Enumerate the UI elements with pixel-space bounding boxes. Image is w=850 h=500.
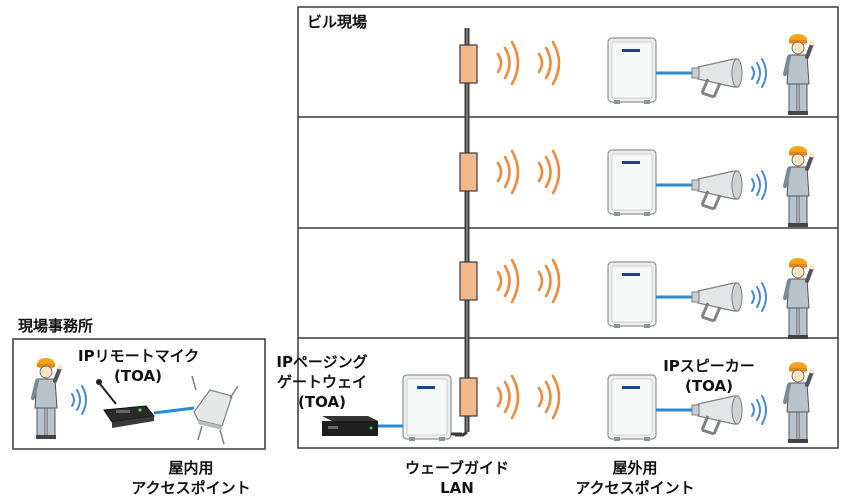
sound-wave-icon (71, 385, 87, 415)
mic-cable (153, 406, 195, 415)
access-point-box-icon (607, 37, 657, 105)
remote-mic-label-line1: IPリモートマイク (78, 347, 200, 365)
radio-wave-icon (537, 258, 561, 304)
office-frame (12, 338, 266, 450)
radio-wave-icon (496, 374, 520, 420)
outdoor-ap-label: 屋外用 アクセスポイント (562, 458, 708, 498)
worker-icon (31, 356, 65, 441)
waveguide-coupler (459, 152, 478, 192)
sound-wave-icon (751, 170, 767, 200)
waveguide-cable-icon (455, 28, 470, 437)
indoor-ap-label-line1: 屋内用 (168, 459, 214, 477)
office-label: 現場事務所 (18, 317, 94, 335)
remote-mic-label: IPリモートマイク (TOA) (78, 346, 200, 386)
remote-mic-label-line2: (TOA) (114, 367, 162, 385)
access-point-box-icon (402, 374, 452, 442)
waveguide-label-line1: ウェーブガイド (404, 459, 510, 477)
paging-gateway-label-line3: (TOA) (298, 393, 346, 411)
paging-gateway-icon (322, 416, 378, 436)
radio-wave-icon (496, 149, 520, 195)
building-label: ビル現場 (307, 13, 368, 31)
horn-speaker-icon (690, 57, 744, 99)
indoor-ap-label: 屋内用 アクセスポイント (118, 458, 264, 498)
worker-icon (783, 256, 817, 341)
waveguide-label-line2: LAN (440, 479, 474, 497)
outdoor-ap-label-line2: アクセスポイント (575, 479, 695, 497)
paging-gateway-label-line1: IPページング (276, 353, 368, 371)
horn-speaker-icon (690, 394, 744, 436)
paging-gateway-label-line2: ゲートウェイ (276, 373, 367, 391)
building-frame (297, 6, 839, 449)
worker-icon (783, 144, 817, 229)
ip-speaker-label-line1: IPスピーカー (663, 357, 755, 375)
access-point-box-icon (607, 261, 657, 329)
radio-wave-icon (496, 258, 520, 304)
ip-speaker-label-line2: (TOA) (685, 377, 733, 395)
waveguide-coupler (459, 377, 478, 417)
radio-wave-icon (496, 40, 520, 86)
worker-icon (783, 32, 817, 117)
worker-icon (783, 360, 817, 445)
sound-wave-icon (751, 395, 767, 425)
sound-wave-icon (751, 282, 767, 312)
waveguide-coupler (459, 44, 478, 84)
waveguide-coupler (459, 261, 478, 301)
horn-speaker-icon (690, 169, 744, 211)
outdoor-ap-label-line1: 屋外用 (612, 459, 658, 477)
remote-mic-icon (96, 379, 155, 428)
indoor-access-point-icon (191, 375, 239, 445)
waveguide-label: ウェーブガイド LAN (385, 458, 529, 498)
paging-gateway-label: IPページング ゲートウェイ (TOA) (268, 352, 376, 412)
radio-wave-icon (537, 374, 561, 420)
radio-wave-icon (537, 149, 561, 195)
indoor-ap-label-line2: アクセスポイント (131, 479, 251, 497)
radio-wave-icon (537, 40, 561, 86)
sound-wave-icon (751, 58, 767, 88)
horn-speaker-icon (690, 281, 744, 323)
access-point-box-icon (607, 374, 657, 442)
ip-speaker-label: IPスピーカー (TOA) (654, 356, 764, 396)
access-point-box-icon (607, 149, 657, 217)
